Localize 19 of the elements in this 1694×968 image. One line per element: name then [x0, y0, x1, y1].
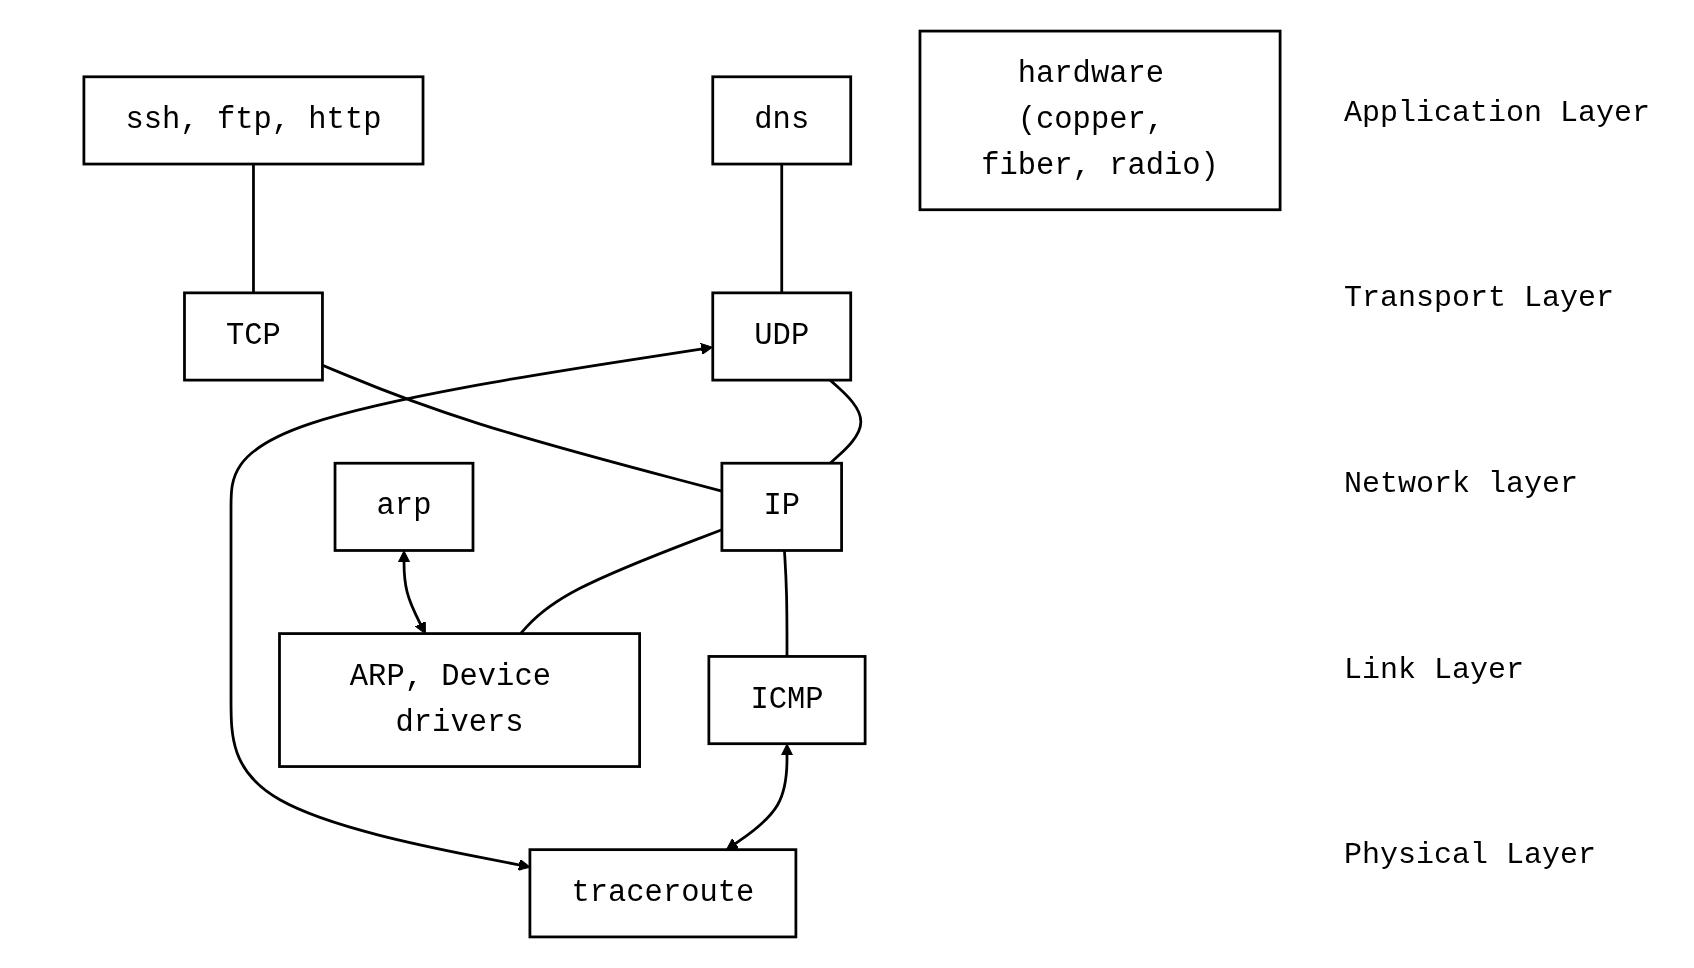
connector: [783, 550, 789, 657]
node-box: TCP: [183, 291, 324, 382]
node-box: ARP, Device drivers: [278, 632, 641, 768]
node-box: UDP: [711, 291, 853, 382]
layer-label: Link Layer: [1344, 652, 1526, 687]
connector: [252, 164, 255, 293]
node-box: IP: [720, 461, 843, 552]
node-box: arp: [333, 461, 475, 552]
node-box: ICMP: [707, 655, 867, 746]
node-box: traceroute: [528, 848, 798, 939]
connector: [780, 164, 784, 293]
arrow: [229, 342, 713, 871]
layer-label: Network layer: [1344, 467, 1580, 501]
layer-label: Transport Layer: [1344, 281, 1616, 316]
node-box: ssh, ftp, http: [82, 75, 425, 166]
node-box: hardware (copper, fiber, radio): [918, 29, 1282, 212]
layer-label: Physical Layer: [1344, 838, 1598, 873]
node-box: dns: [711, 75, 853, 166]
layer-label: Application Layer: [1344, 95, 1652, 130]
